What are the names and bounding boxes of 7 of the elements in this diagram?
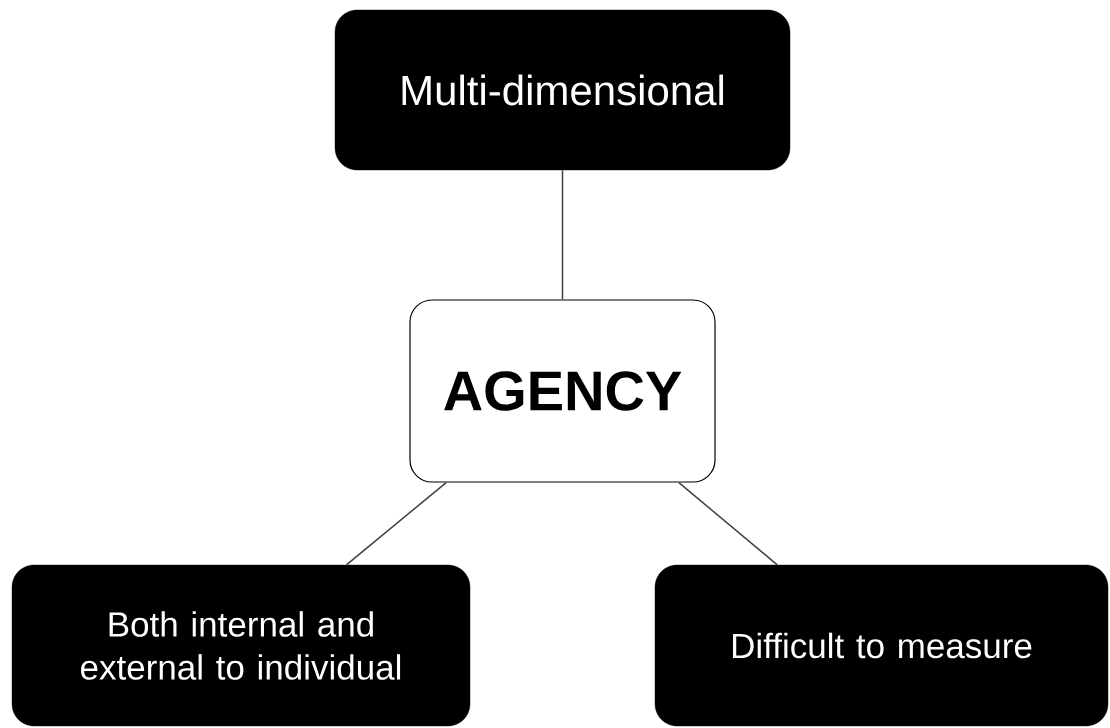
connector-line — [345, 481, 447, 566]
rounded-box: Both internal and external to individual — [11, 564, 471, 727]
rounded-box: AGENCY — [409, 299, 716, 483]
rounded-box: Difficult to measure — [654, 564, 1109, 727]
connector-line — [561, 169, 564, 301]
connector-line — [678, 481, 778, 566]
rounded-box: Multi-dimensional — [334, 9, 791, 171]
